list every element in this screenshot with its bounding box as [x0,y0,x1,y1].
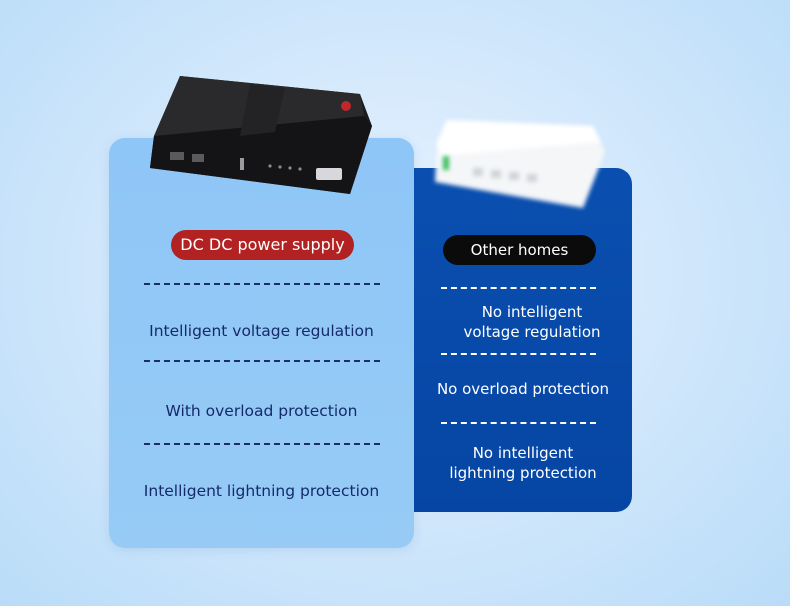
other-homes-badge: Other homes [443,235,596,265]
divider [441,422,596,424]
divider [441,287,596,289]
divider [144,283,380,285]
feature-no-voltage-regulation: No intelligent voltage regulation [463,303,601,341]
white-router-device-image [435,120,605,208]
feature-no-overload-protection: No overload protection [436,380,610,398]
divider [144,443,380,445]
comparison-panel-left [109,138,414,548]
feature-overload-protection: With overload protection [165,402,358,420]
divider [441,353,596,355]
divider [144,360,380,362]
black-dc-ups-device-image [150,76,372,194]
feature-lightning-protection: Intelligent lightning protection [143,482,380,500]
feature-no-lightning-protection: No intelligent lightning protection [449,444,597,482]
comparison-panel-right [414,168,632,512]
dc-power-supply-badge: DC DC power supply [171,230,354,260]
feature-voltage-regulation: Intelligent voltage regulation [149,322,374,340]
